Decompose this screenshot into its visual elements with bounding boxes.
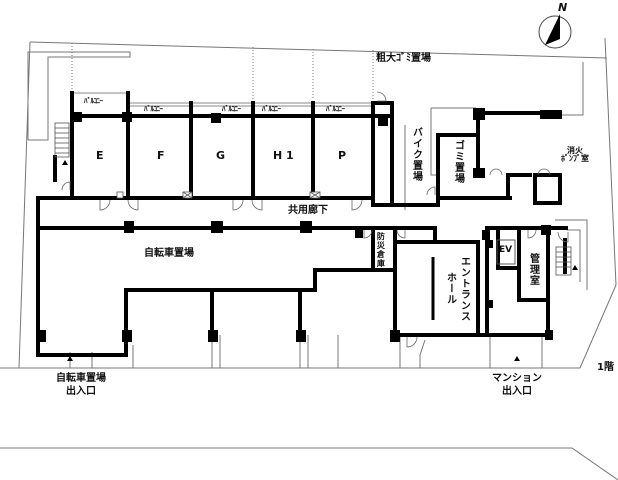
bicycle-entrance-label: 自転車置場 出入口 bbox=[56, 373, 106, 397]
fire-pump-room-label: 消火 ﾎﾟﾝﾌﾟ室 bbox=[561, 146, 589, 164]
balcony-label-e: ﾊﾞﾙｺﾆｰ bbox=[84, 97, 103, 105]
stair-up-arrow-icon bbox=[62, 160, 68, 165]
columns bbox=[38, 108, 562, 342]
common-corridor-label: 共用廊下 bbox=[288, 205, 328, 216]
unit-e: E bbox=[96, 149, 104, 162]
pipe-shafts bbox=[116, 191, 321, 199]
north-compass-icon bbox=[538, 14, 572, 49]
fire-pump-room-line2: ﾎﾟﾝﾌﾟ室 bbox=[561, 154, 589, 164]
stairs bbox=[54, 122, 572, 276]
bulky-garbage-area-label: 粗大ｺﾞﾐ置場 bbox=[376, 53, 431, 64]
unit-g: G bbox=[216, 149, 226, 162]
unit-h1: H 1 bbox=[273, 149, 294, 162]
balcony-label-g: ﾊﾞﾙｺﾆｰ bbox=[222, 105, 241, 113]
mansion-entrance-label: マンション 出入口 bbox=[492, 373, 542, 397]
garbage-area-label: ゴミ置場 bbox=[452, 140, 464, 184]
mansion-entrance-line2: 出入口 bbox=[502, 385, 532, 397]
bike-parking-label: バイク置場 bbox=[410, 127, 422, 182]
stair-up-arrow-icon-right bbox=[572, 265, 578, 270]
entrance-hall-line1: エントランス bbox=[458, 256, 470, 322]
elevator-car bbox=[496, 239, 516, 265]
balcony-label-f: ﾊﾞﾙｺﾆｰ bbox=[144, 105, 163, 113]
fire-pump-room-line1: 消火 bbox=[567, 146, 583, 155]
unit-f: F bbox=[157, 149, 165, 162]
mansion-entrance-line1: マンション bbox=[492, 373, 542, 384]
bicycle-entrance-line2: 出入口 bbox=[66, 385, 96, 397]
balcony-label-p: ﾊﾞﾙｺﾆｰ bbox=[326, 105, 345, 113]
entrance-hall-line2: ホール bbox=[444, 272, 456, 305]
bicycle-entrance-arrow-icon bbox=[67, 356, 73, 361]
bicycle-entrance-line1: 自転車置場 bbox=[56, 373, 106, 384]
mansion-entrance-arrow-icon bbox=[514, 356, 520, 361]
balcony-label-h1: ﾊﾞﾙｺﾆｰ bbox=[262, 105, 281, 113]
management-room-label: 管理室 bbox=[527, 253, 539, 286]
north-label: N bbox=[558, 1, 568, 14]
doors bbox=[61, 91, 569, 348]
unit-p: P bbox=[338, 149, 347, 162]
disaster-storage-label: 防災倉庫 bbox=[376, 232, 386, 268]
site-boundary bbox=[0, 37, 618, 480]
bicycle-parking-label: 自転車置場 bbox=[144, 248, 194, 259]
floor-label: 1階 bbox=[597, 362, 614, 373]
elevator-label: EV bbox=[499, 245, 513, 255]
